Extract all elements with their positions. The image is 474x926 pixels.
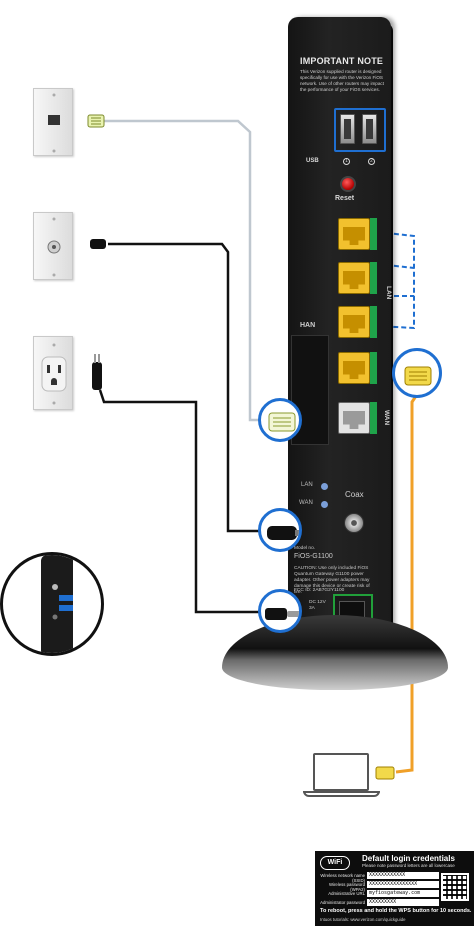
reset-button[interactable]: [340, 176, 356, 192]
credential-key-wpa2: Wireless password (WPA2): [328, 882, 365, 892]
lan-port-4[interactable]: [338, 352, 370, 384]
han-label: HAN: [300, 322, 316, 329]
usb-port-2[interactable]: [362, 114, 377, 144]
ethernet-wall-plate: [33, 88, 73, 156]
usb-highlight-box: [334, 108, 386, 152]
credential-value-ssid: XXXXXXXXXXXX: [367, 872, 439, 879]
fcc-id: FCC ID: 2AB7G2Y1100: [294, 588, 345, 593]
ethernet-plug-icon: [375, 766, 395, 780]
important-note-body: This Verizon supplied router is designed…: [300, 69, 384, 92]
wan-status-led: [321, 501, 328, 508]
power-outlet-icon: [41, 343, 67, 405]
router-side-detail: [41, 555, 73, 653]
lan-port-1-led-strip: [370, 218, 377, 250]
lan-port-1[interactable]: [338, 218, 370, 250]
lan-port-3[interactable]: [338, 306, 370, 338]
coax-cable: [108, 242, 262, 533]
power-cable: [98, 389, 262, 614]
ethernet-plug-icon: [268, 412, 296, 432]
credentials-subtitle: Please note password letters are all low…: [362, 863, 455, 868]
ethernet-plug-icon: [404, 366, 432, 386]
coax-label: Coax: [345, 490, 364, 499]
credential-value-wpa2: XXXXXXXXXXXXXXXX: [367, 881, 439, 888]
ethernet-plug-icon: [87, 114, 105, 128]
caution-text: CAUTION: Use only included FiOS Quantum …: [294, 566, 370, 595]
power-plug-icon: [265, 608, 299, 620]
wan-port-led-strip: [370, 402, 377, 434]
usb-label: USB: [306, 158, 319, 164]
coax-port[interactable]: [344, 513, 364, 533]
power-plug-icon: [92, 354, 102, 390]
lan-plug-callout: [392, 348, 442, 398]
usb-port-1-label: 1: [343, 158, 350, 165]
credentials-footer-tutorials: Intuos tutorials: www.verizon.com/quickg…: [320, 917, 406, 922]
credential-key-admin-url: Administrative URL: [328, 891, 365, 896]
important-note-title: IMPORTANT NOTE: [300, 56, 384, 66]
lan-label: LAN: [385, 286, 392, 300]
credential-key-admin-password: Administrator password: [320, 900, 365, 905]
coax-plug-icon: [267, 526, 299, 540]
model-value: FiOS-G1100: [294, 553, 333, 560]
ethernet-cable-lan: [395, 377, 422, 774]
credential-key-ssid: Wireless network name (SSID): [320, 873, 365, 883]
wan-port[interactable]: [338, 402, 370, 434]
model-label: Model no.: [294, 546, 316, 551]
lan-port-3-led-strip: [370, 306, 377, 338]
laptop-base: [303, 791, 380, 797]
usb-port-1[interactable]: [340, 114, 355, 144]
credential-value-admin-url: myfiosgateway.com: [367, 890, 439, 897]
coax-plug-icon: [90, 239, 106, 249]
router-stand: [222, 615, 448, 690]
reset-label: Reset: [335, 195, 355, 202]
ethernet-cable-wan: [104, 119, 262, 422]
lan-status-led: [321, 483, 328, 490]
lan-port-2[interactable]: [338, 262, 370, 294]
lan-bracket: [377, 231, 415, 330]
usb-port-2-label: 2: [368, 158, 375, 165]
coax-plug-callout: [258, 508, 302, 552]
lan-port-4-led-strip: [370, 352, 377, 384]
wan-label: WAN: [383, 410, 390, 426]
qr-code-icon: [441, 873, 469, 901]
led-wan-label: WAN: [299, 500, 313, 506]
led-lan-label: LAN: [301, 482, 313, 488]
router-side-callout: [0, 552, 104, 656]
lan-port-2-led-strip: [370, 262, 377, 294]
credentials-title: Default login credentials: [362, 854, 455, 863]
power-rating: DC 12V 3A: [309, 600, 326, 611]
coax-wall-plate: [33, 212, 73, 280]
laptop-icon: [313, 753, 369, 791]
credential-value-admin-password: XXXXXXXXX: [367, 899, 439, 906]
wifi-badge-icon: WiFi: [320, 856, 350, 870]
ethernet-wall-jack-icon: [48, 93, 60, 153]
credentials-footer-reboot: To reboot, press and hold the WPS button…: [320, 908, 472, 914]
power-outlet-plate: [33, 336, 73, 410]
coax-wall-jack-icon: [47, 217, 61, 277]
wan-plug-callout: [258, 398, 302, 442]
power-plug-callout: [258, 589, 302, 633]
